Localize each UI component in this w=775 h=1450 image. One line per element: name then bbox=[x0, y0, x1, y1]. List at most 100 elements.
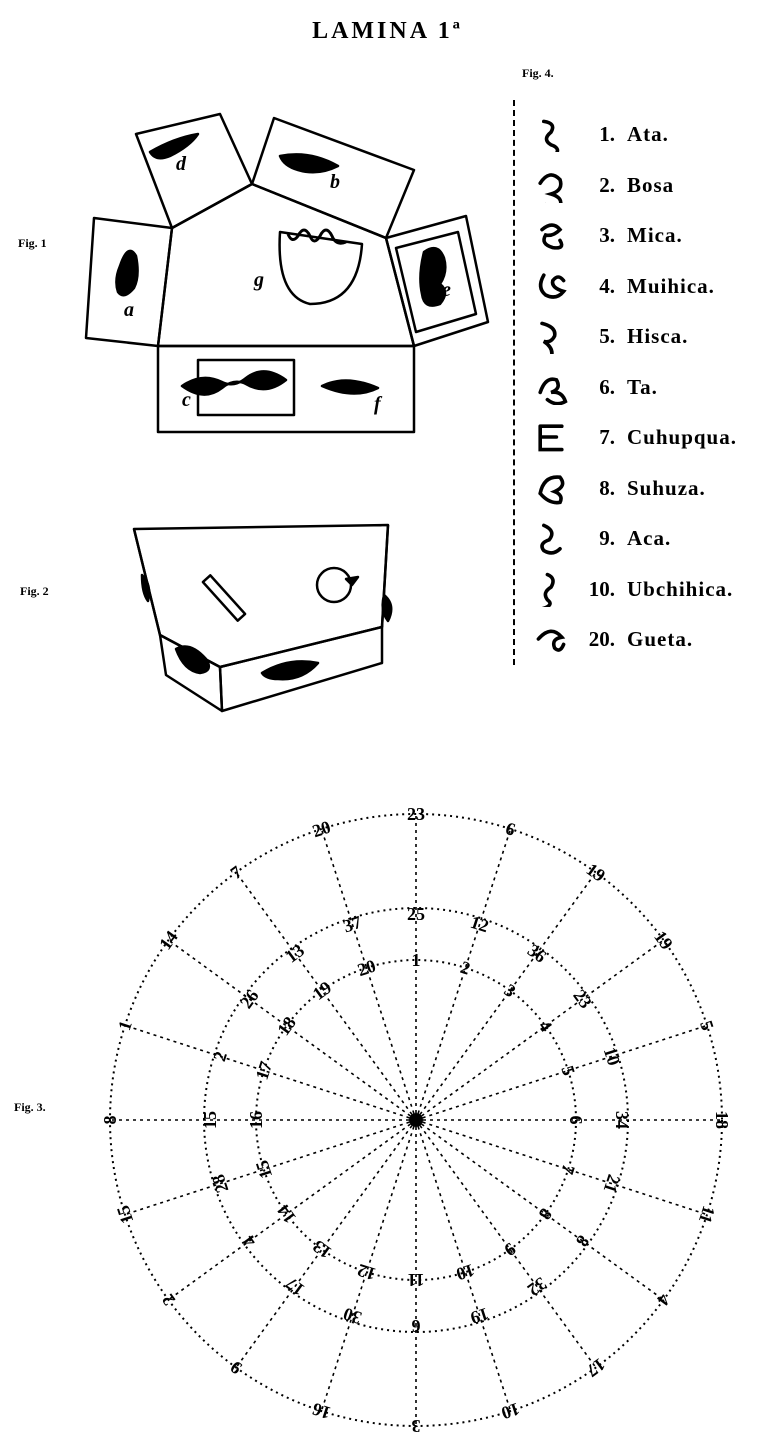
chibcha-glyph-icon bbox=[540, 523, 562, 555]
fig1-right-inner bbox=[394, 230, 478, 334]
outer-ring-number: 17 bbox=[583, 1354, 609, 1381]
outer-ring-number: 3 bbox=[412, 1416, 421, 1436]
glyph-row: 4.Muihica. bbox=[527, 260, 772, 308]
middle-ring-number: 19 bbox=[468, 1304, 491, 1329]
middle-ring-number: 25 bbox=[407, 904, 425, 924]
fig1-letter-a: a bbox=[124, 299, 134, 321]
inner-ring-number: 6 bbox=[566, 1116, 586, 1125]
outer-ring-number: 1 bbox=[114, 1018, 136, 1033]
chibcha-glyph-icon bbox=[536, 629, 566, 652]
outer-ring-number: 4 bbox=[653, 1290, 674, 1309]
spoke-line bbox=[320, 828, 417, 1121]
glyph-name: Ata. bbox=[627, 122, 669, 146]
spoke-line bbox=[235, 1119, 417, 1369]
inner-ring-number: 17 bbox=[252, 1059, 277, 1082]
inner-ring-number: 14 bbox=[273, 1201, 300, 1227]
inner-ring-number: 3 bbox=[501, 980, 520, 1001]
spoke-line bbox=[415, 1119, 665, 1301]
middle-ring-number: 15 bbox=[200, 1111, 220, 1129]
fig1-left-face bbox=[84, 216, 174, 348]
wheel-hub bbox=[409, 1113, 423, 1127]
inner-ring-number: 7 bbox=[557, 1162, 579, 1177]
fig1-label: Fig. 1 bbox=[18, 236, 47, 250]
fig1-letter-c: c bbox=[182, 389, 191, 411]
middle-ring-number: 6 bbox=[412, 1316, 421, 1336]
middle-ring-number: 36 bbox=[524, 940, 550, 967]
middle-ring-number: 26 bbox=[236, 986, 263, 1012]
glyph-row: 1. Ata. bbox=[527, 108, 772, 156]
middle-ring-number: 12 bbox=[468, 912, 491, 937]
fig2-stone-perspective bbox=[132, 523, 393, 713]
outer-ring-number: 8 bbox=[100, 1116, 120, 1125]
glyph-name: Suhuza. bbox=[627, 475, 706, 500]
glyph-name: Bosa bbox=[627, 172, 675, 197]
outer-ring-number: 19 bbox=[583, 859, 609, 886]
middle-ring-number: 21 bbox=[600, 1172, 625, 1195]
outer-ring-number: 23 bbox=[407, 804, 425, 824]
outer-ring-number: 18 bbox=[712, 1111, 732, 1129]
chibcha-glyph-icon bbox=[542, 119, 560, 152]
glyph-name: Mica. bbox=[627, 223, 683, 247]
middle-ring-number: 17 bbox=[282, 1273, 308, 1300]
spoke-line bbox=[167, 1119, 417, 1301]
glyph-name: Cuhupqua. bbox=[627, 425, 737, 449]
fig1-symbol-g bbox=[278, 230, 364, 306]
glyph-name: Ubchihica. bbox=[627, 576, 734, 601]
outer-ring-number: 5 bbox=[696, 1018, 718, 1033]
glyph-number: 9. bbox=[599, 526, 615, 550]
glyph-number: 7. bbox=[599, 425, 615, 449]
glyph-row: 3.Mica. bbox=[527, 209, 772, 257]
glyph-row: 5.Hisca. bbox=[527, 310, 772, 358]
outer-ring-number: 10 bbox=[499, 1399, 522, 1424]
glyph-row: 9.Aca. bbox=[527, 512, 772, 560]
spoke-line bbox=[415, 1024, 708, 1121]
chibcha-glyph-icon bbox=[540, 223, 564, 250]
glyph-row: 7. Cuhupqua. bbox=[527, 411, 772, 459]
middle-ring-number: 34 bbox=[612, 1111, 632, 1129]
inner-ring-number: 10 bbox=[454, 1260, 477, 1285]
inner-ring-number: 19 bbox=[309, 977, 335, 1004]
middle-ring-number: 13 bbox=[282, 940, 308, 967]
outer-ring-number: 6 bbox=[503, 818, 518, 840]
outer-ring-number: 11 bbox=[695, 1203, 719, 1225]
outer-ring-number: 14 bbox=[155, 927, 182, 953]
spoke-line bbox=[124, 1024, 417, 1121]
fig1-letter-b: b bbox=[330, 171, 340, 193]
fig1-bottom-face bbox=[156, 344, 416, 434]
fig3-label: Fig. 3. bbox=[14, 1100, 46, 1114]
inner-ring-number: 16 bbox=[246, 1111, 266, 1129]
spoke-line bbox=[415, 871, 597, 1121]
glyph-number: 8. bbox=[599, 475, 615, 500]
middle-ring-number: 8 bbox=[572, 1232, 593, 1251]
inner-ring-number: 13 bbox=[309, 1236, 335, 1263]
inner-ring-number: 20 bbox=[355, 956, 378, 981]
fig1-symbol-a bbox=[115, 249, 139, 297]
glyph-number: 6. bbox=[599, 374, 615, 399]
spoke-line bbox=[415, 939, 665, 1121]
inner-ring-number: 1 bbox=[412, 950, 421, 970]
chibcha-glyph-icon bbox=[540, 321, 557, 354]
fig1-symbol-d bbox=[148, 132, 200, 160]
outer-ring-number: 15 bbox=[113, 1203, 138, 1226]
fig2-label: Fig. 2 bbox=[20, 584, 49, 598]
glyph-number: 10. bbox=[588, 576, 615, 601]
spoke-line bbox=[124, 1119, 417, 1216]
spoke-line bbox=[235, 871, 417, 1121]
fig1-unfolded-stone: a b c d e f g bbox=[84, 112, 490, 434]
glyph-number: 1. bbox=[599, 122, 615, 146]
spoke-line bbox=[415, 1119, 597, 1369]
fig2-circle-symbol bbox=[315, 566, 353, 604]
middle-ring-number: 23 bbox=[569, 986, 596, 1012]
middle-ring-number: 30 bbox=[341, 1304, 364, 1329]
spoke-line bbox=[320, 1119, 417, 1412]
fig1-letter-d: d bbox=[176, 153, 187, 175]
glyph-name: Gueta. bbox=[627, 627, 694, 651]
chibcha-glyph-icon bbox=[541, 572, 555, 607]
fig1-letter-g: g bbox=[253, 269, 264, 291]
fig1-letter-f: f bbox=[374, 393, 383, 415]
fig1-right-face bbox=[384, 214, 490, 348]
chibcha-glyph-icon bbox=[538, 424, 564, 452]
